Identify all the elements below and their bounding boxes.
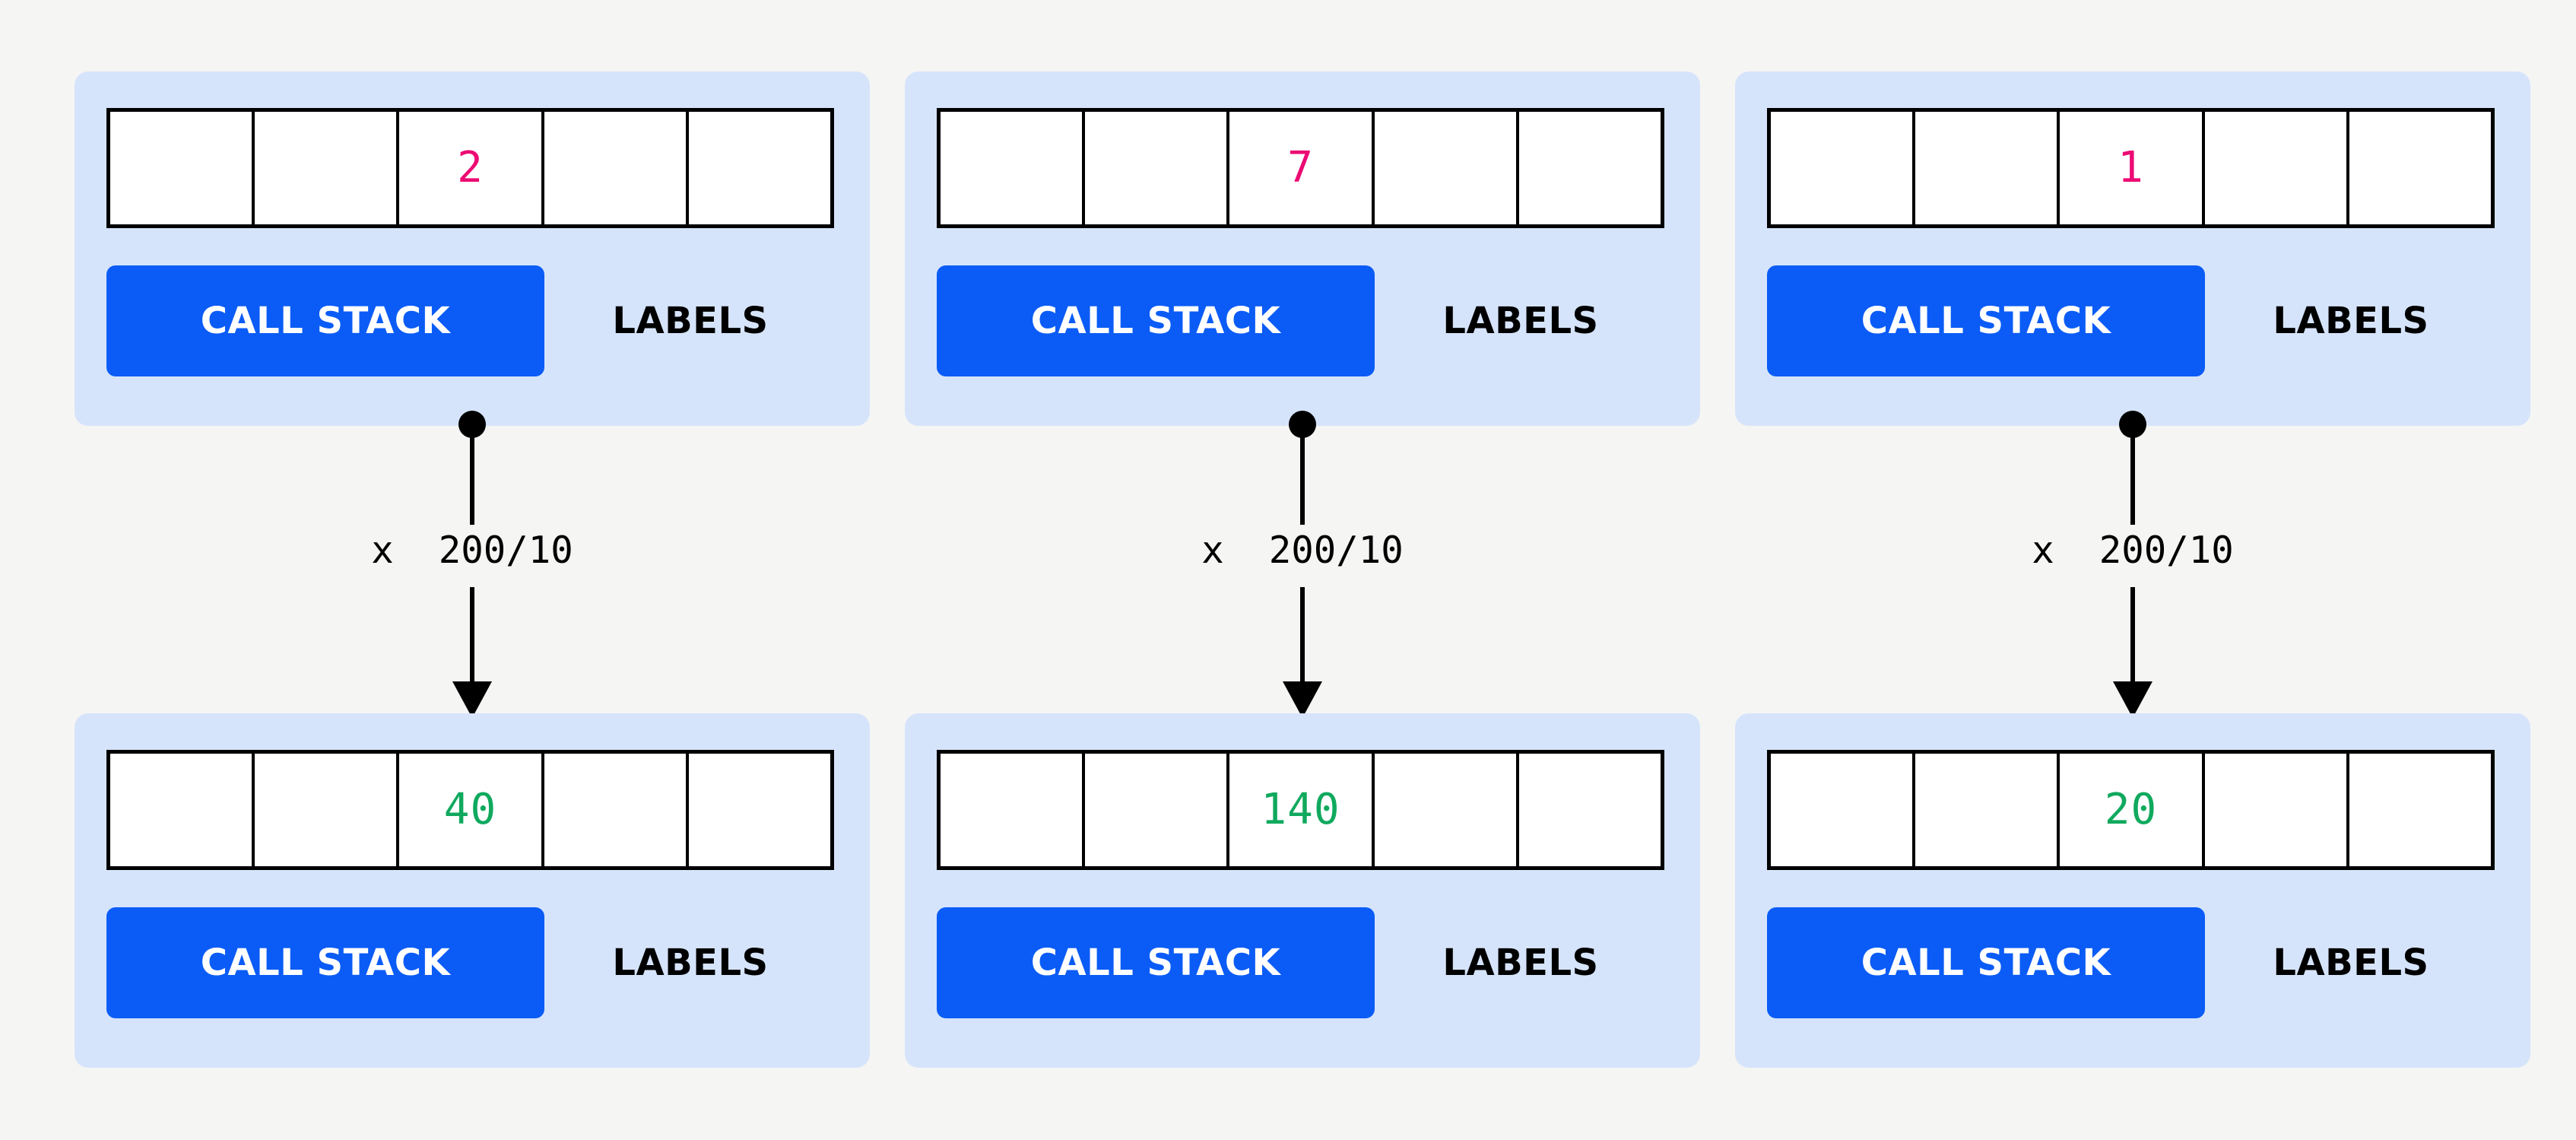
call-stack-button[interactable]: CALL STACK	[106, 265, 544, 376]
memory-cell[interactable]	[1374, 754, 1519, 866]
memory-cell[interactable]	[1085, 112, 1230, 224]
card-footer: CALL STACK LABELS	[106, 907, 836, 1018]
memory-cell-value: 2	[457, 143, 484, 192]
memory-card-after-1: 40 CALL STACK LABELS	[75, 713, 870, 1068]
memory-cell-value: 140	[1261, 785, 1340, 834]
memory-cell[interactable]	[1915, 112, 2060, 224]
labels-text: LABELS	[612, 300, 769, 342]
memory-row-before-2: 7	[937, 108, 1664, 228]
memory-cell[interactable]	[1771, 754, 1916, 866]
memory-cell[interactable]	[1085, 754, 1230, 866]
memory-cell[interactable]	[110, 112, 255, 224]
transform-arrow-1: x 200/10	[322, 411, 623, 722]
card-footer: CALL STACK LABELS	[106, 265, 836, 376]
labels-text: LABELS	[2273, 300, 2429, 342]
memory-cell[interactable]	[2204, 112, 2349, 224]
arrow-label: x 200/10	[1982, 526, 2283, 575]
labels-text: LABELS	[1442, 300, 1599, 342]
memory-cell[interactable]	[544, 112, 689, 224]
call-stack-button[interactable]: CALL STACK	[1767, 265, 2205, 376]
arrow-graphic	[2113, 411, 2152, 718]
memory-cell[interactable]	[1771, 112, 1916, 224]
transform-arrow-2: x 200/10	[1152, 411, 1453, 722]
call-stack-button[interactable]: CALL STACK	[1767, 907, 2205, 1018]
memory-cell[interactable]	[1518, 754, 1661, 866]
arrowhead-icon	[1283, 681, 1322, 718]
labels-text: LABELS	[2273, 942, 2429, 984]
memory-cell[interactable]	[941, 112, 1086, 224]
memory-cell[interactable]	[2349, 754, 2492, 866]
memory-row-after-2: 140	[937, 750, 1664, 870]
memory-cell[interactable]	[1374, 112, 1519, 224]
memory-cell[interactable]	[688, 112, 831, 224]
card-footer: CALL STACK LABELS	[937, 907, 1667, 1018]
memory-card-before-3: 1 CALL STACK LABELS	[1735, 71, 2530, 426]
memory-cell[interactable]: 20	[2060, 754, 2205, 866]
arrow-graphic	[1283, 411, 1322, 718]
memory-cell-value: 7	[1287, 143, 1314, 192]
call-stack-button[interactable]: CALL STACK	[106, 907, 544, 1018]
memory-cell[interactable]	[2349, 112, 2492, 224]
transform-arrow-3: x 200/10	[1982, 411, 2283, 722]
memory-row-after-3: 20	[1767, 750, 2495, 870]
arrow-label: x 200/10	[1152, 526, 1453, 575]
transform-column-1: 2 CALL STACK LABELS x 200/10 40	[75, 0, 870, 1140]
arrowhead-icon	[2113, 681, 2152, 718]
card-footer: CALL STACK LABELS	[1767, 265, 2497, 376]
arrowhead-icon	[452, 681, 492, 718]
call-stack-button[interactable]: CALL STACK	[937, 907, 1375, 1018]
transform-column-2: 7 CALL STACK LABELS x 200/10 140	[905, 0, 1700, 1140]
arrow-graphic	[452, 411, 492, 718]
memory-cell[interactable]	[110, 754, 255, 866]
memory-row-after-1: 40	[106, 750, 834, 870]
memory-cell[interactable]	[1518, 112, 1661, 224]
memory-cell[interactable]	[2204, 754, 2349, 866]
memory-cell[interactable]	[688, 754, 831, 866]
memory-card-before-2: 7 CALL STACK LABELS	[905, 71, 1700, 426]
arrow-label: x 200/10	[322, 526, 623, 575]
memory-cell[interactable]	[1915, 754, 2060, 866]
memory-row-before-3: 1	[1767, 108, 2495, 228]
memory-card-before-1: 2 CALL STACK LABELS	[75, 71, 870, 426]
memory-cell-value: 40	[443, 785, 497, 834]
memory-card-after-2: 140 CALL STACK LABELS	[905, 713, 1700, 1068]
call-stack-button[interactable]: CALL STACK	[937, 265, 1375, 376]
card-footer: CALL STACK LABELS	[937, 265, 1667, 376]
memory-row-before-1: 2	[106, 108, 834, 228]
card-footer: CALL STACK LABELS	[1767, 907, 2497, 1018]
memory-cell[interactable]	[941, 754, 1086, 866]
memory-cell[interactable]: 7	[1229, 112, 1375, 224]
labels-text: LABELS	[612, 942, 769, 984]
memory-cell[interactable]	[255, 754, 400, 866]
transform-column-3: 1 CALL STACK LABELS x 200/10 20	[1735, 0, 2530, 1140]
memory-cell[interactable]: 40	[399, 754, 544, 866]
memory-cell[interactable]	[544, 754, 689, 866]
memory-cell[interactable]: 140	[1229, 754, 1375, 866]
labels-text: LABELS	[1442, 942, 1599, 984]
memory-cell-value: 1	[2118, 143, 2144, 192]
memory-card-after-3: 20 CALL STACK LABELS	[1735, 713, 2530, 1068]
memory-cell-value: 20	[2104, 785, 2158, 834]
memory-cell[interactable]	[255, 112, 400, 224]
memory-cell[interactable]: 2	[399, 112, 544, 224]
memory-cell[interactable]: 1	[2060, 112, 2205, 224]
